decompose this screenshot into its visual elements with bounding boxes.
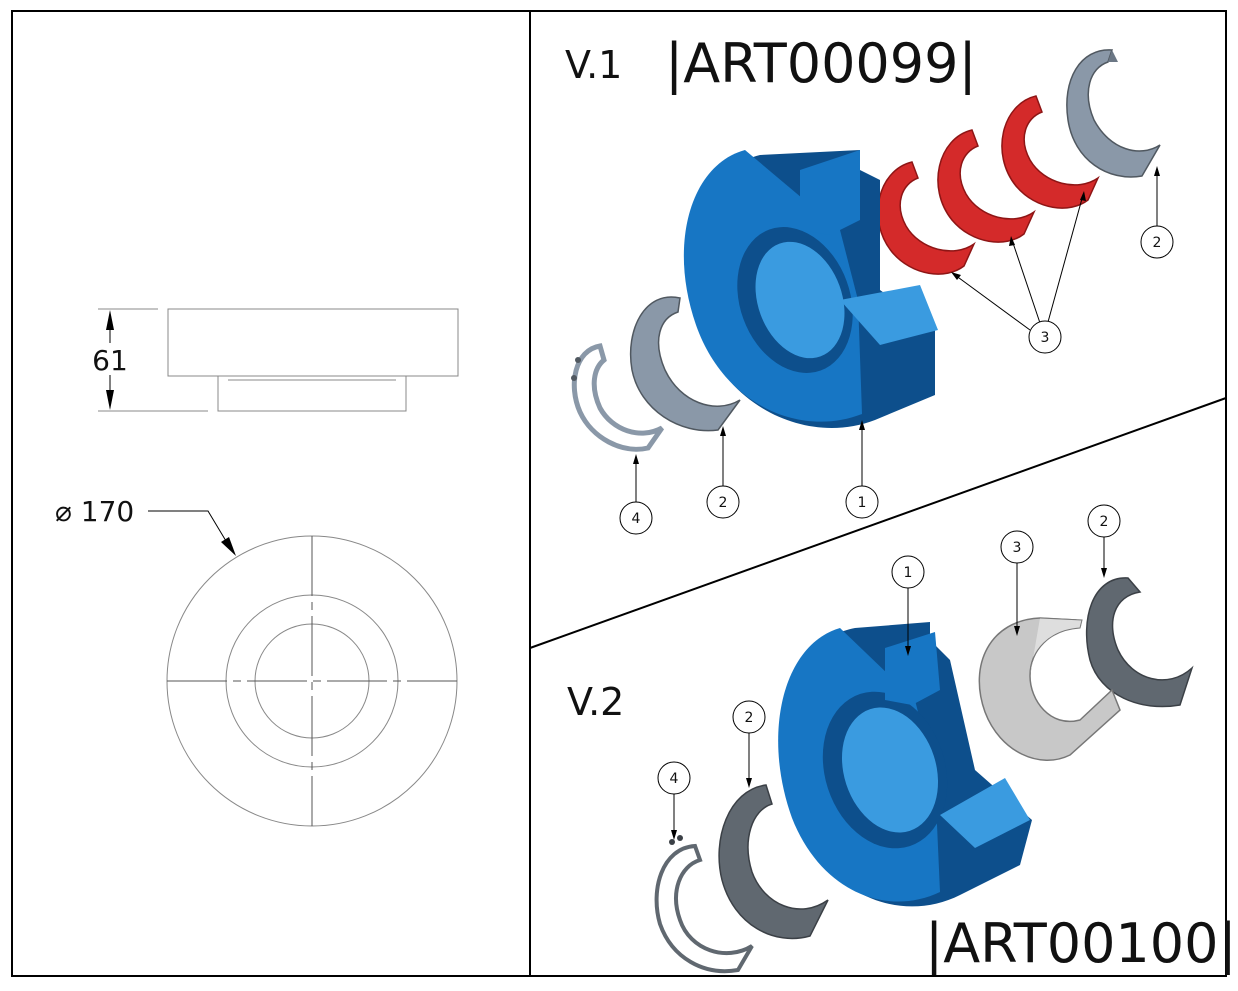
v1-callout-2-top: 2 bbox=[1140, 225, 1174, 259]
dim-text-mask bbox=[94, 343, 128, 375]
svg-text:3: 3 bbox=[1013, 540, 1022, 556]
svg-text:2: 2 bbox=[719, 495, 728, 511]
side-view-flange bbox=[167, 308, 459, 377]
v2-callout-3: 3 bbox=[1000, 530, 1034, 564]
variant1-article: |ART00099| bbox=[665, 32, 977, 95]
v2-callout-4: 4 bbox=[657, 761, 691, 795]
variant1-label: V.1 bbox=[565, 43, 622, 87]
v1-red-ring-2 bbox=[937, 129, 1036, 243]
variant-divider bbox=[529, 397, 1227, 649]
v1-leaders bbox=[635, 170, 1158, 508]
v1-callout-1: 1 bbox=[845, 485, 879, 519]
v2-leaders bbox=[673, 537, 1105, 836]
v1-red-ring-3 bbox=[1001, 95, 1100, 209]
variant2-article: |ART00100| bbox=[925, 912, 1237, 975]
v1-callout-2-bottom: 2 bbox=[706, 485, 740, 519]
v2-callout-2-left: 2 bbox=[732, 700, 766, 734]
v2-snap-ring bbox=[654, 835, 754, 974]
svg-text:4: 4 bbox=[670, 771, 679, 787]
v1-retaining-ring-top bbox=[1066, 49, 1161, 178]
v2-retaining-ring-left bbox=[718, 784, 829, 940]
svg-text:2: 2 bbox=[1100, 514, 1109, 530]
v1-leader-arrowheads bbox=[633, 166, 1160, 464]
diameter-arrow-icon bbox=[221, 537, 236, 556]
svg-text:4: 4 bbox=[632, 511, 641, 527]
v1-callout-4: 4 bbox=[619, 501, 653, 535]
v2-callout-2-right: 2 bbox=[1087, 504, 1121, 538]
top-view: ⌀ 170 bbox=[55, 495, 458, 827]
svg-text:2: 2 bbox=[1153, 235, 1162, 251]
sheet-border bbox=[11, 10, 1227, 977]
v2-leader-arrowheads bbox=[671, 568, 1107, 840]
side-view: 61 bbox=[92, 308, 459, 412]
diameter-dimension: ⌀ 170 bbox=[55, 495, 134, 528]
svg-text:2: 2 bbox=[745, 710, 754, 726]
v2-composite-bushing bbox=[978, 617, 1121, 761]
v2-retaining-ring-right bbox=[1085, 577, 1194, 708]
v2-bearing-housing bbox=[778, 622, 1032, 907]
svg-text:1: 1 bbox=[858, 495, 867, 511]
svg-text:3: 3 bbox=[1041, 330, 1050, 346]
dim-arrow-down-icon bbox=[106, 390, 114, 410]
diameter-leader bbox=[148, 510, 233, 552]
v2-callout-1: 1 bbox=[891, 555, 925, 589]
side-view-hub bbox=[217, 375, 407, 412]
v1-callout-3: 3 bbox=[1028, 320, 1062, 354]
v1-retaining-ring-left bbox=[629, 296, 741, 432]
svg-text:1: 1 bbox=[904, 565, 913, 581]
dim-arrow-up-icon bbox=[106, 310, 114, 330]
height-dimension: 61 bbox=[92, 344, 128, 377]
variant2-label: V.2 bbox=[567, 680, 624, 724]
v1-snap-ring bbox=[571, 343, 665, 452]
v1-bearing-housing bbox=[683, 150, 938, 428]
